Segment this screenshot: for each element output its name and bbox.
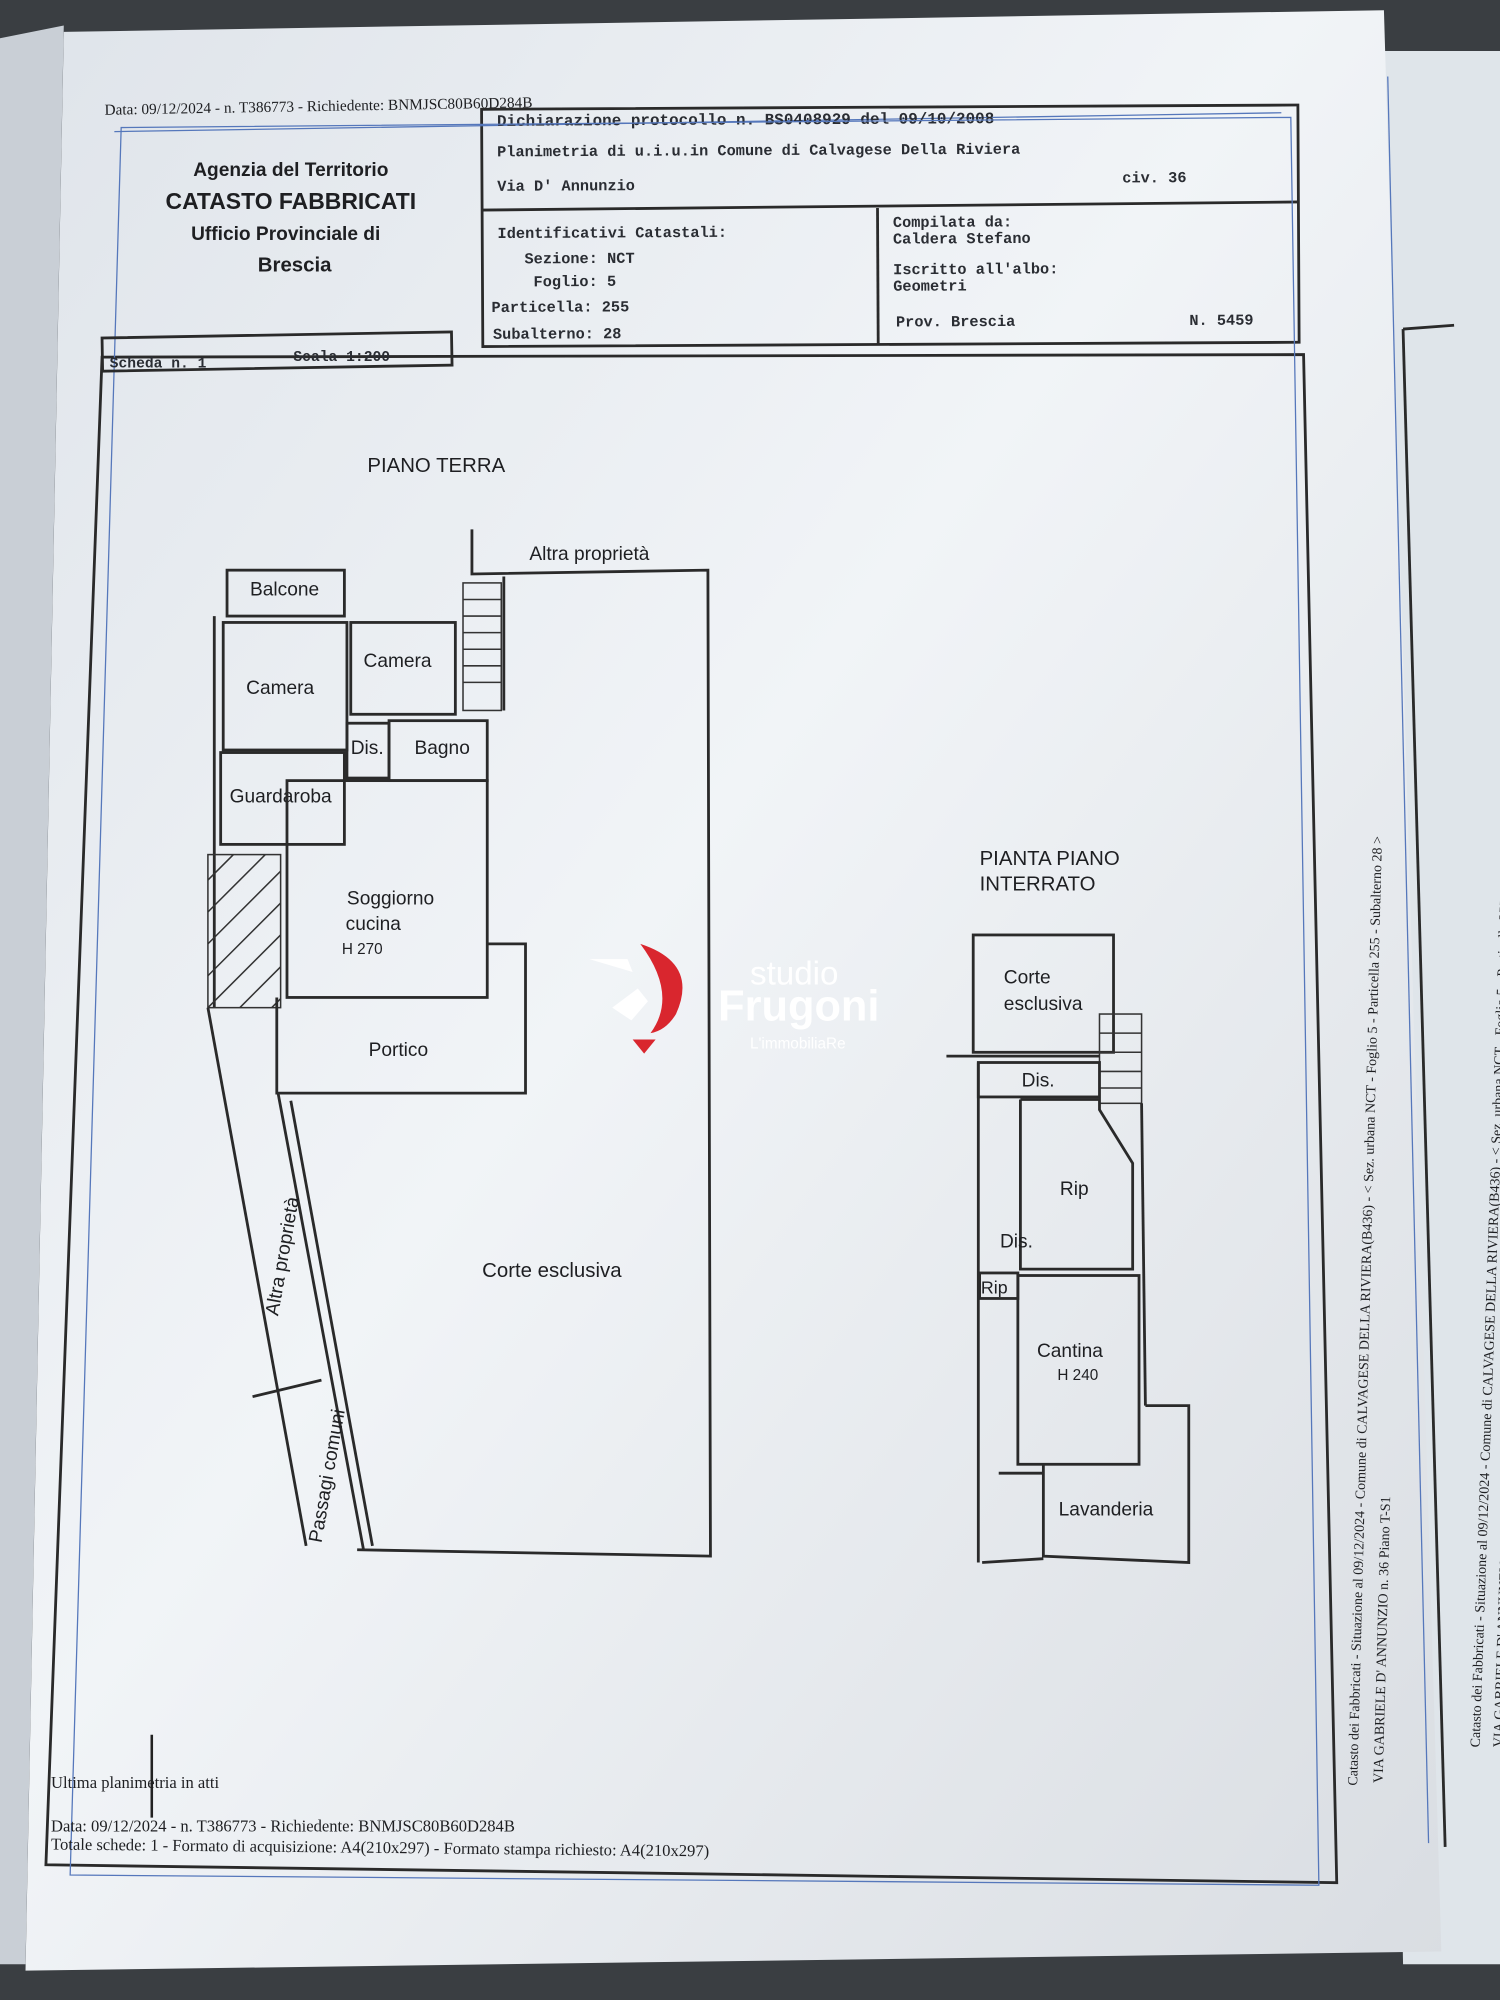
watermark-studio: studio (750, 956, 838, 993)
planimetria: Planimetria di u.i.u.in Comune di Calvag… (497, 141, 1020, 162)
prov: Prov. Brescia (896, 313, 1015, 332)
paper (25, 10, 1442, 1971)
protocol: Dichiarazione protocollo n. BS0408929 de… (497, 110, 994, 131)
agency-line-3: Ufficio Provinciale di (191, 224, 380, 245)
albo-label: Iscritto all'albo: (893, 260, 1058, 279)
room-esclusiva: esclusiva (1004, 994, 1083, 1015)
studio-frugoni-watermark: studio Frugoni L'immobiliaRe (589, 943, 879, 1054)
room-guardaroba: Guardaroba (230, 786, 332, 807)
room-cucina: cucina (346, 914, 402, 935)
room-dis: Dis. (351, 738, 384, 759)
side-text-address-1: VIA GABRIELE D' ANNUNZIO n. 36 Piano T-S… (1371, 1496, 1395, 1783)
logo-triangle (632, 1039, 656, 1054)
address: Via D' Annunzio (497, 177, 635, 196)
room-soggiorno: Soggiorno (347, 888, 434, 909)
logo-crescent (640, 943, 683, 1034)
scheda: Scheda n. 1 (110, 356, 207, 372)
watermark-immobiliare: L'immobiliaRe (750, 1035, 846, 1052)
second-sheet-frame (1387, 76, 1455, 1847)
room-cantina-height: H 240 (1057, 1367, 1098, 1384)
room-dis-1: Dis. (1022, 1071, 1055, 1092)
footer-data: Data: 09/12/2024 - n. T386773 - Richiede… (51, 1817, 515, 1836)
room-camera-1: Camera (246, 678, 314, 699)
logo-mark (589, 959, 648, 1021)
sezione: Sezione: NCT (524, 250, 634, 269)
room-cantina: Cantina (1037, 1341, 1103, 1362)
room-soggiorno-height: H 270 (342, 941, 383, 958)
compilata-label: Compilata da: (893, 213, 1012, 232)
room-rip-1: Rip (1060, 1179, 1089, 1200)
particella: Particella: 255 (491, 298, 629, 317)
main-frame: Scheda n. 1 Scala 1:200 (44, 116, 1339, 1886)
albo-value: Geometri (893, 277, 967, 295)
room-lavanderia: Lavanderia (1059, 1499, 1154, 1520)
basement-title-1: PIANTA PIANO (980, 848, 1120, 870)
hatched-area (207, 853, 282, 1009)
agency-line-4: Brescia (258, 255, 332, 277)
basement-plan: PIANTA PIANO INTERRATO Corte esclusiva D… (946, 848, 1191, 1564)
room-bagno: Bagno (415, 738, 470, 759)
foglio: Foglio: 5 (533, 273, 616, 291)
civic: civ. 36 (1122, 169, 1186, 187)
agency-line-1: Agenzia del Territorio (193, 160, 388, 181)
ground-floor-title: PIANO TERRA (367, 455, 505, 477)
registration-number: N. 5459 (1189, 312, 1253, 330)
compilata-name: Caldera Stefano (893, 230, 1031, 249)
footer-ultima: Ultima planimetria in atti (51, 1773, 219, 1792)
room-altra-proprieta-top: Altra proprietà (529, 544, 649, 565)
ident-title: Identificativi Catastali: (497, 224, 727, 243)
basement-title-2: INTERRATO (980, 873, 1096, 895)
room-camera-2: Camera (364, 651, 432, 672)
subalterno: Subalterno: 28 (493, 325, 622, 344)
agency-line-2: CATASTO FABBRICATI (166, 188, 417, 214)
stairs (462, 582, 503, 712)
room-rip-2: Rip (981, 1277, 1008, 1297)
room-corte: Corte (1004, 967, 1051, 988)
left-paper-edge (0, 25, 64, 1965)
side-text-address-2: VIA GABRIELE D' ANNUNZIO n. 36 Piano S1 (1491, 1472, 1500, 1747)
room-portico: Portico (369, 1040, 429, 1061)
basement-stairs (1098, 1013, 1143, 1105)
watermark-frugoni: Frugoni (718, 982, 879, 1030)
room-balcone: Balcone (250, 580, 319, 601)
room-corte-esclusiva: Corte esclusiva (482, 1260, 622, 1282)
agency-block: Agenzia del Territorio CATASTO FABBRICAT… (166, 160, 417, 277)
scala: Scala 1:200 (293, 350, 390, 366)
room-dis-2: Dis. (1000, 1231, 1033, 1252)
